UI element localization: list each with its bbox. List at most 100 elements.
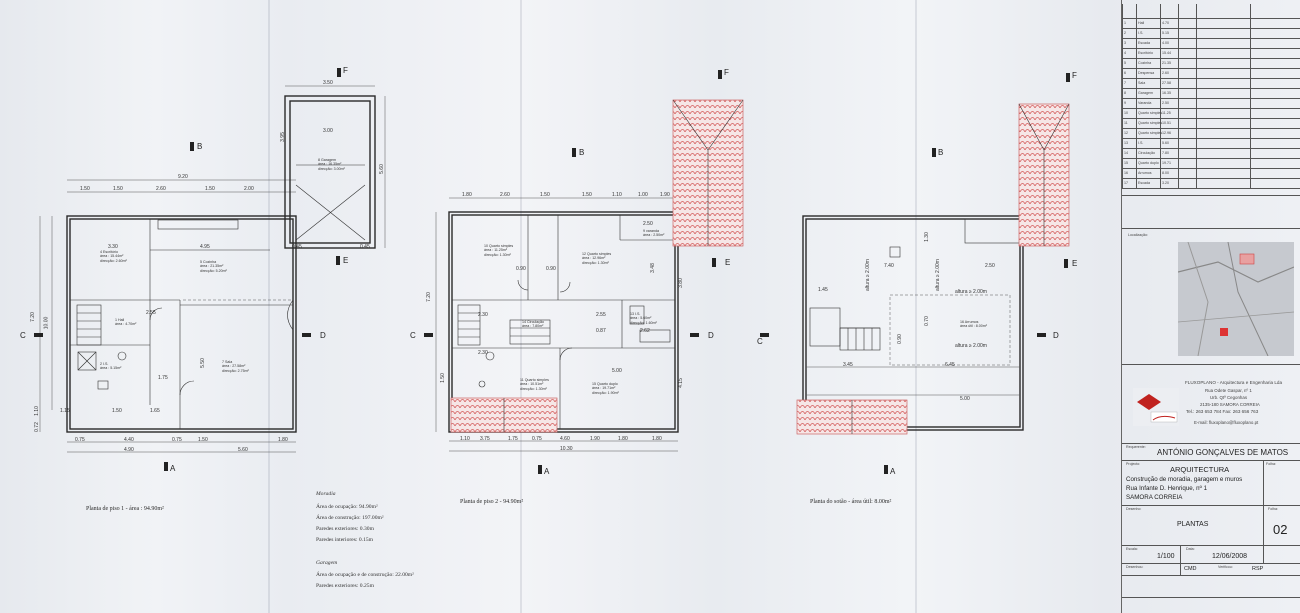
summary-heading: Garagem	[316, 560, 338, 566]
room-name: 7 Sala	[222, 360, 233, 364]
table-cell: 8.00	[1162, 171, 1169, 175]
room-area: área : 5.60m²	[630, 316, 652, 321]
dimension-label: 0.90	[546, 266, 556, 272]
date-value: 12/06/2008	[1212, 553, 1248, 560]
dimension-label: 3.45	[843, 362, 853, 368]
table-cell: 2.60	[1162, 71, 1169, 75]
section-marker-b: B	[579, 148, 585, 157]
summary-line: Paredes exteriores: 0.25m	[316, 583, 374, 589]
dimension-label: 2.00	[244, 186, 254, 192]
table-cell: 2.50	[1162, 101, 1169, 105]
dimension-label: 1.75	[158, 375, 168, 381]
dimension-label: 1.50	[113, 186, 123, 192]
room-label: 14 Circulação área : 7.80m²	[522, 320, 544, 329]
paper-fold	[520, 0, 522, 613]
table-cell: 4.00	[1162, 41, 1169, 45]
table-column-line	[1250, 4, 1251, 188]
room-area: área : 19.71m²	[592, 386, 616, 391]
garage-plan	[284, 85, 386, 249]
height-label: altura ≥ 2.00m	[864, 259, 871, 291]
dimension-label: 3.95	[279, 132, 286, 142]
table-cell: Arrumos	[1138, 171, 1152, 175]
company-line: Urb. Qtª Cegonhas	[1210, 395, 1248, 400]
table-cell: 19.71	[1162, 161, 1171, 165]
requerente-name: ANTÓNIO GONÇALVES DE MATOS	[1157, 448, 1289, 457]
room-label: 4 Escritório área : 15.44m² direcção: 2.…	[100, 250, 127, 263]
plan-caption-floor1: Planta de piso 1 - área : 94.90m²	[86, 506, 164, 512]
dimension-label: 1.50	[198, 437, 208, 443]
table-cell: 4	[1124, 51, 1126, 55]
paper-fold	[915, 0, 917, 613]
section-marker-graphics	[34, 68, 1070, 474]
height-label: altura ≥ 2.00m	[955, 343, 987, 349]
room-name: 10 Quarto simples	[484, 244, 514, 248]
room-area: área : 2.50m²	[643, 233, 665, 238]
table-row-line	[1122, 68, 1300, 69]
table-column-line	[1136, 4, 1137, 188]
dimension-label: 4.40	[124, 437, 134, 443]
table-row-line	[1122, 138, 1300, 139]
table-cell: 12	[1124, 131, 1128, 135]
table-cell: Cozinha	[1138, 61, 1152, 65]
section-marker-f: F	[343, 66, 348, 75]
attic-plan	[796, 103, 1070, 435]
dimension-label: 2.60	[156, 186, 166, 192]
dimension-label: 1.90	[660, 192, 670, 198]
table-cell: 6	[1124, 71, 1126, 75]
height-label: altura ≥ 2.00m	[955, 289, 987, 295]
section-marker-e: E	[1072, 259, 1078, 268]
dimension-label: 5.00	[960, 396, 970, 402]
dimension-label: 3.75	[480, 436, 490, 442]
dimension-label: 1.80	[462, 192, 472, 198]
section-marker-b: B	[938, 148, 944, 157]
localizacao-label: Localização:	[1128, 233, 1148, 237]
table-row-line	[1122, 38, 1300, 39]
dimension-label: 5.60	[378, 164, 385, 174]
verificou-value: RSP	[1252, 566, 1264, 572]
room-area: área : 16.35m²	[318, 162, 342, 167]
summary-line: Paredes interiores: 0.15m	[316, 537, 374, 543]
section-marker-c: C	[757, 337, 763, 346]
folha-label-top: Folha:	[1266, 462, 1276, 466]
dimension-label: 0.75	[75, 437, 85, 443]
dimension-label: 1.50	[205, 186, 215, 192]
dimension-label: 1.10	[460, 436, 470, 442]
dimension-label: 1.45	[818, 287, 828, 293]
company-line: Rua Odete Gaspar, nº 1	[1205, 388, 1252, 393]
table-cell: 5	[1124, 61, 1126, 65]
summary-line: Área de ocupação: 94.90m²	[316, 504, 378, 510]
table-cell: Escritório	[1138, 51, 1153, 55]
table-cell: 9	[1124, 101, 1126, 105]
table-cell: Despensa	[1138, 71, 1155, 75]
room-extra: direcção: 2.75m²	[222, 368, 249, 373]
table-cell: Hall	[1138, 21, 1145, 25]
dimension-label: 1.50	[540, 192, 550, 198]
dimension-label: 1.30	[923, 232, 930, 242]
company-line: Tel.: 263 653 784 Fax: 263 656 763	[1186, 409, 1259, 414]
dimension-label: 1.50	[439, 373, 446, 383]
table-cell: 11	[1124, 121, 1128, 125]
table-cell: 10.51	[1162, 121, 1171, 125]
section-marker-f: F	[724, 68, 729, 77]
table-cell: 1	[1124, 21, 1126, 25]
dimension-label: 5.00	[612, 368, 622, 374]
desenhou-label: Desenhou:	[1126, 565, 1144, 569]
table-row-line	[1122, 18, 1300, 19]
dimension-label: 6.45	[945, 362, 955, 368]
room-label: 2 I.S. área : 5.15m²	[100, 362, 121, 371]
location-map	[1178, 242, 1294, 356]
desenhou-value: CMD	[1184, 566, 1197, 572]
dimension-label: 2.55	[146, 310, 156, 316]
dimension-label: 0.72	[33, 422, 40, 432]
section-marker-a: A	[544, 467, 550, 476]
table-cell: 13	[1124, 141, 1128, 145]
room-area: área : 21.35m²	[200, 264, 224, 269]
room-area: área : 7.80m²	[522, 324, 544, 329]
table-row-line	[1122, 48, 1300, 49]
room-area: área : 15.44m²	[100, 254, 124, 259]
dimension-label: 10.00	[43, 316, 50, 330]
room-name: 12 Quarto simples	[582, 252, 612, 256]
